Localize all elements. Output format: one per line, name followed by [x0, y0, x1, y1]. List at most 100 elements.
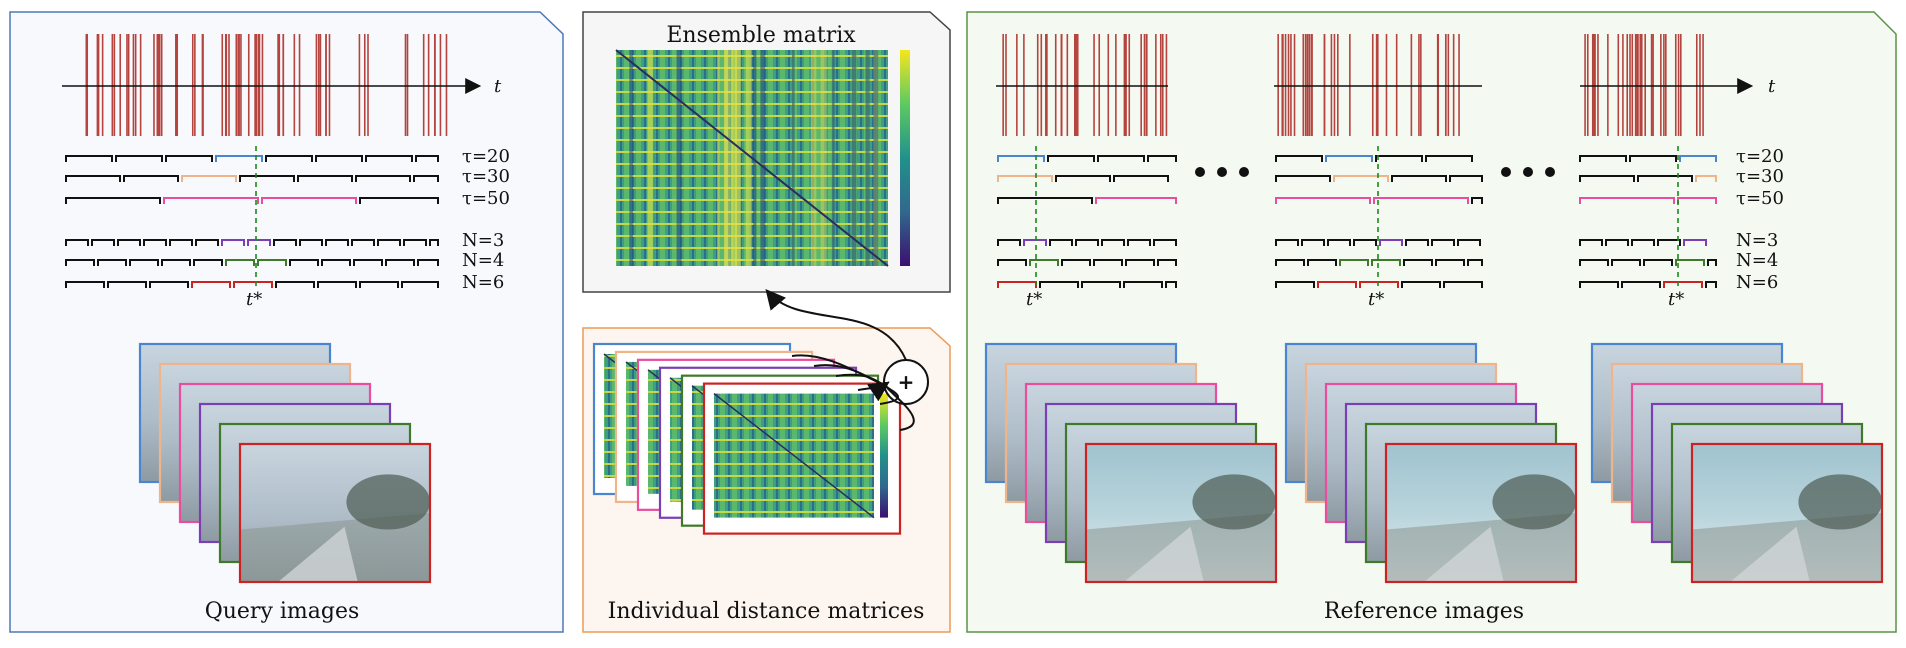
sequence-bracket	[1457, 239, 1481, 246]
query-panel: t t* τ=20τ=30τ=50N=3N=4N=6 Query images	[9, 11, 564, 633]
ensemble-matrix-band	[791, 50, 795, 266]
sequence-bracket	[1637, 175, 1693, 182]
individual-matrix-5	[702, 382, 902, 535]
sequence-bracket	[417, 259, 439, 266]
sequence-bracket	[1093, 259, 1123, 266]
sequence-bracket	[997, 175, 1053, 182]
sequence-bracket	[107, 281, 147, 288]
sequence-bracket	[163, 197, 259, 204]
query-label-n-1: N=4	[462, 250, 504, 271]
query-image-stack	[138, 342, 432, 584]
individual-caption: Individual distance matrices	[608, 599, 925, 624]
ensemble-matrix-band	[676, 50, 682, 266]
sequence-bracket	[1579, 155, 1627, 162]
query-spike-train	[85, 34, 448, 136]
ensemble-matrix-band	[820, 50, 827, 266]
sequence-bracket	[247, 239, 271, 246]
sequence-bracket	[1147, 155, 1177, 162]
query-track-labels: τ=20τ=30τ=50N=3N=4N=6	[462, 146, 510, 293]
ensemble-matrix-band	[753, 50, 757, 266]
sequence-bracket	[353, 259, 383, 266]
sequence-bracket	[1579, 239, 1603, 246]
sequence-bracket	[1467, 259, 1483, 266]
sequence-bracket	[1101, 239, 1125, 246]
sequence-bracket	[1023, 239, 1047, 246]
sequence-bracket	[1353, 239, 1377, 246]
sequence-bracket	[1663, 281, 1703, 288]
sequence-bracket	[123, 175, 179, 182]
sequence-bracket	[1325, 155, 1373, 162]
sequence-bracket	[1275, 197, 1371, 204]
sequence-bracket	[221, 239, 245, 246]
reference-marker-label-2: t*	[1368, 289, 1384, 310]
reference-marker-label-1: t*	[1026, 289, 1042, 310]
individual-matrix-stack	[592, 342, 902, 535]
reference-spike-trains	[1002, 34, 1704, 136]
sequence-bracket	[415, 155, 439, 162]
sum-arrows	[791, 354, 915, 431]
sequence-bracket	[1339, 259, 1369, 266]
ensemble-matrix-band	[865, 50, 870, 266]
query-label-n-2: N=6	[462, 272, 504, 293]
sum-node-symbol: +	[898, 370, 915, 394]
sequence-bracket	[1705, 281, 1717, 288]
ensemble-matrix-diagonal	[615, 49, 889, 267]
sequence-bracket	[195, 239, 219, 246]
sequence-bracket	[257, 259, 287, 266]
sequence-bracket	[1165, 281, 1177, 288]
sequence-bracket	[1379, 239, 1403, 246]
sequence-bracket	[351, 239, 375, 246]
ensemble-matrix-band	[831, 50, 835, 266]
reference-image-c-frame-5	[1690, 442, 1884, 584]
sequence-bracket	[1679, 155, 1717, 162]
query-caption: Query images	[205, 599, 360, 624]
sequence-bracket	[1153, 239, 1177, 246]
query-marker-label: t*	[246, 289, 262, 310]
reference-marker-label-3: t*	[1668, 289, 1684, 310]
sequence-bracket	[1275, 259, 1305, 266]
sequence-bracket	[115, 155, 163, 162]
ensemble-matrix-band	[647, 50, 653, 266]
sequence-bracket	[1471, 197, 1483, 204]
ellipsis-2	[1501, 167, 1555, 177]
sequence-bracket	[299, 239, 323, 246]
sequence-bracket	[97, 259, 127, 266]
sequence-bracket	[1629, 155, 1677, 162]
sequence-bracket	[355, 175, 411, 182]
sequence-bracket	[233, 281, 273, 288]
sequence-bracket	[1097, 155, 1145, 162]
sequence-bracket	[325, 239, 349, 246]
ensemble-matrix-band	[735, 50, 742, 266]
sequence-bracket	[1579, 259, 1609, 266]
sequence-bracket	[1123, 281, 1163, 288]
sequence-bracket	[1401, 281, 1441, 288]
sequence-bracket	[1605, 239, 1629, 246]
sequence-bracket	[1707, 259, 1717, 266]
sequence-bracket	[317, 281, 357, 288]
sequence-bracket	[1157, 259, 1177, 266]
sequence-bracket	[1075, 239, 1099, 246]
sequence-bracket	[413, 175, 439, 182]
sequence-bracket	[297, 175, 353, 182]
sequence-bracket	[225, 259, 255, 266]
sequence-bracket	[65, 239, 89, 246]
sequence-bracket	[1301, 239, 1325, 246]
ensemble-matrix-band	[745, 50, 752, 266]
reference-label-n-1: N=4	[1736, 250, 1778, 271]
query-sequence-tracks	[65, 155, 439, 288]
sequence-bracket	[261, 197, 357, 204]
sequence-bracket	[359, 197, 439, 204]
sequence-bracket	[1047, 155, 1095, 162]
reference-label-tau-0: τ=20	[1736, 146, 1784, 167]
sequence-bracket	[149, 281, 189, 288]
sequence-bracket	[1125, 259, 1155, 266]
sequence-bracket	[65, 259, 95, 266]
sequence-bracket	[1373, 197, 1469, 204]
sequence-bracket	[1127, 239, 1151, 246]
sum-arrow-5	[867, 381, 915, 431]
sequence-bracket	[215, 155, 263, 162]
reference-panel: t t*t*t* τ=20τ=30τ=50N=3N=4N=6 Reference…	[966, 11, 1897, 633]
sequence-bracket	[129, 259, 159, 266]
sequence-bracket	[997, 155, 1045, 162]
